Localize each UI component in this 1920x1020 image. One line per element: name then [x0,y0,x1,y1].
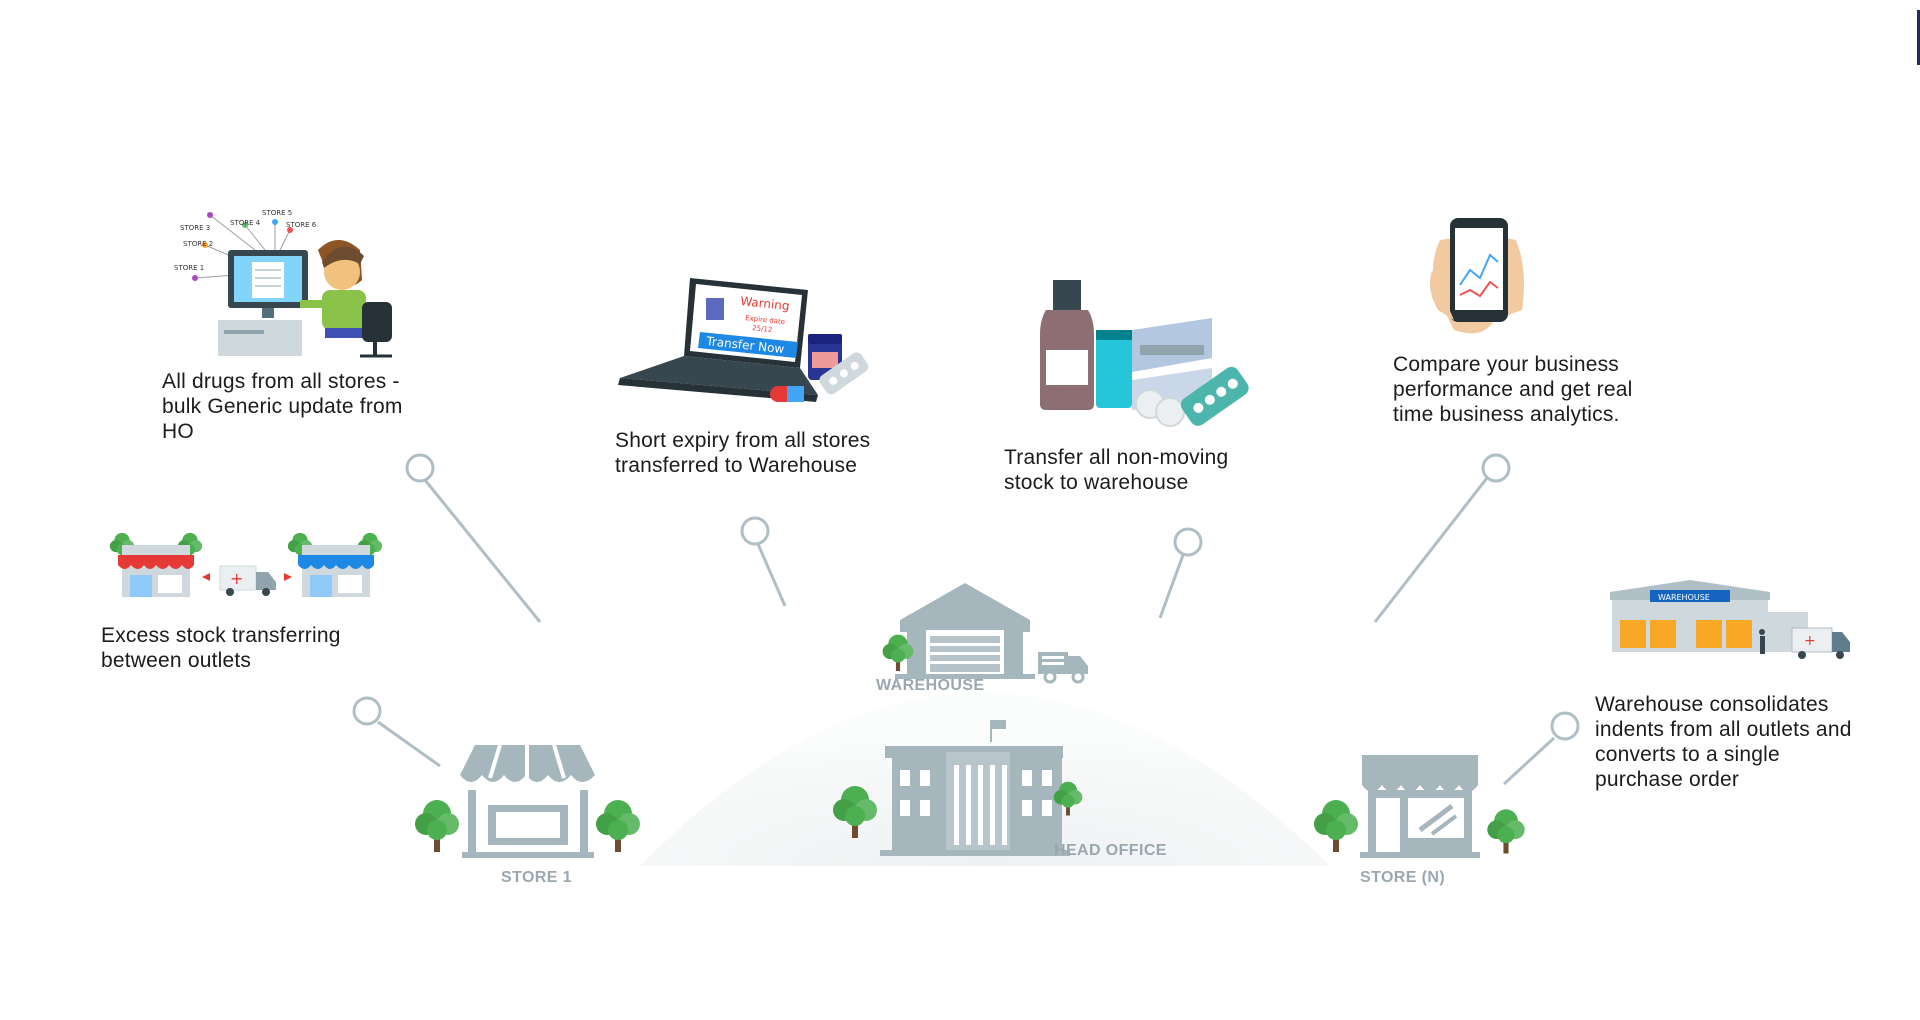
warehouse-label: WAREHOUSE [876,677,985,694]
mini-store-4: STORE 4 [230,219,261,227]
mini-store-3: STORE 3 [180,224,210,232]
caption-excess-stock: Excess stock transferring between outlet… [101,624,341,672]
caption-short-expiry: Short expiry from all stores transferred… [615,429,871,477]
store-transfer-illustration: + [109,532,383,597]
store-1-label: STORE 1 [501,869,572,886]
store-n-icon [1314,755,1525,858]
laptop-warning-illustration: Warning Expire date 25/12 Transfer Now [618,278,869,402]
warning-line2: 25/12 [752,324,773,334]
pin-excess-stock [352,696,382,726]
mini-store-5: STORE 5 [262,209,292,217]
mini-store-2: STORE 2 [183,240,213,248]
head-office-icon [833,720,1083,856]
caption-non-moving: Transfer all non-moving stock to warehou… [1004,446,1229,494]
warning-title: Warning [740,294,791,313]
connectors [352,453,1580,786]
medicine-illustration [1040,280,1249,427]
head-office-label: HEAD OFFICE [1054,842,1167,859]
svg-text:+: + [230,569,243,588]
pin-bulk-generic [405,453,435,483]
warehouse-sign: WAREHOUSE [1658,593,1710,602]
caption-bulk-generic: All drugs from all stores - bulk Generic… [162,370,403,443]
caption-analytics: Compare your business performance and ge… [1393,353,1633,426]
mini-store-1: STORE 1 [174,264,204,272]
phone-analytics-illustration [1430,218,1524,334]
warehouse-icon [882,583,1088,684]
warehouse-truck-illustration: WAREHOUSE + [1610,580,1850,659]
svg-text:+: + [1804,633,1816,649]
pin-non-moving [1173,527,1203,557]
mini-store-6: STORE 6 [286,221,317,229]
right-edge-marker [1917,10,1920,65]
pin-consolidate [1550,711,1580,741]
pin-analytics [1481,453,1511,483]
caption-consolidate: Warehouse consolidates indents from all … [1595,693,1852,791]
store-1-icon [415,744,640,858]
pin-short-expiry [740,516,770,546]
computer-user-illustration: STORE 3 STORE 4 STORE 5 STORE 6 STORE 2 … [174,209,392,358]
store-n-label: STORE (N) [1360,869,1445,886]
